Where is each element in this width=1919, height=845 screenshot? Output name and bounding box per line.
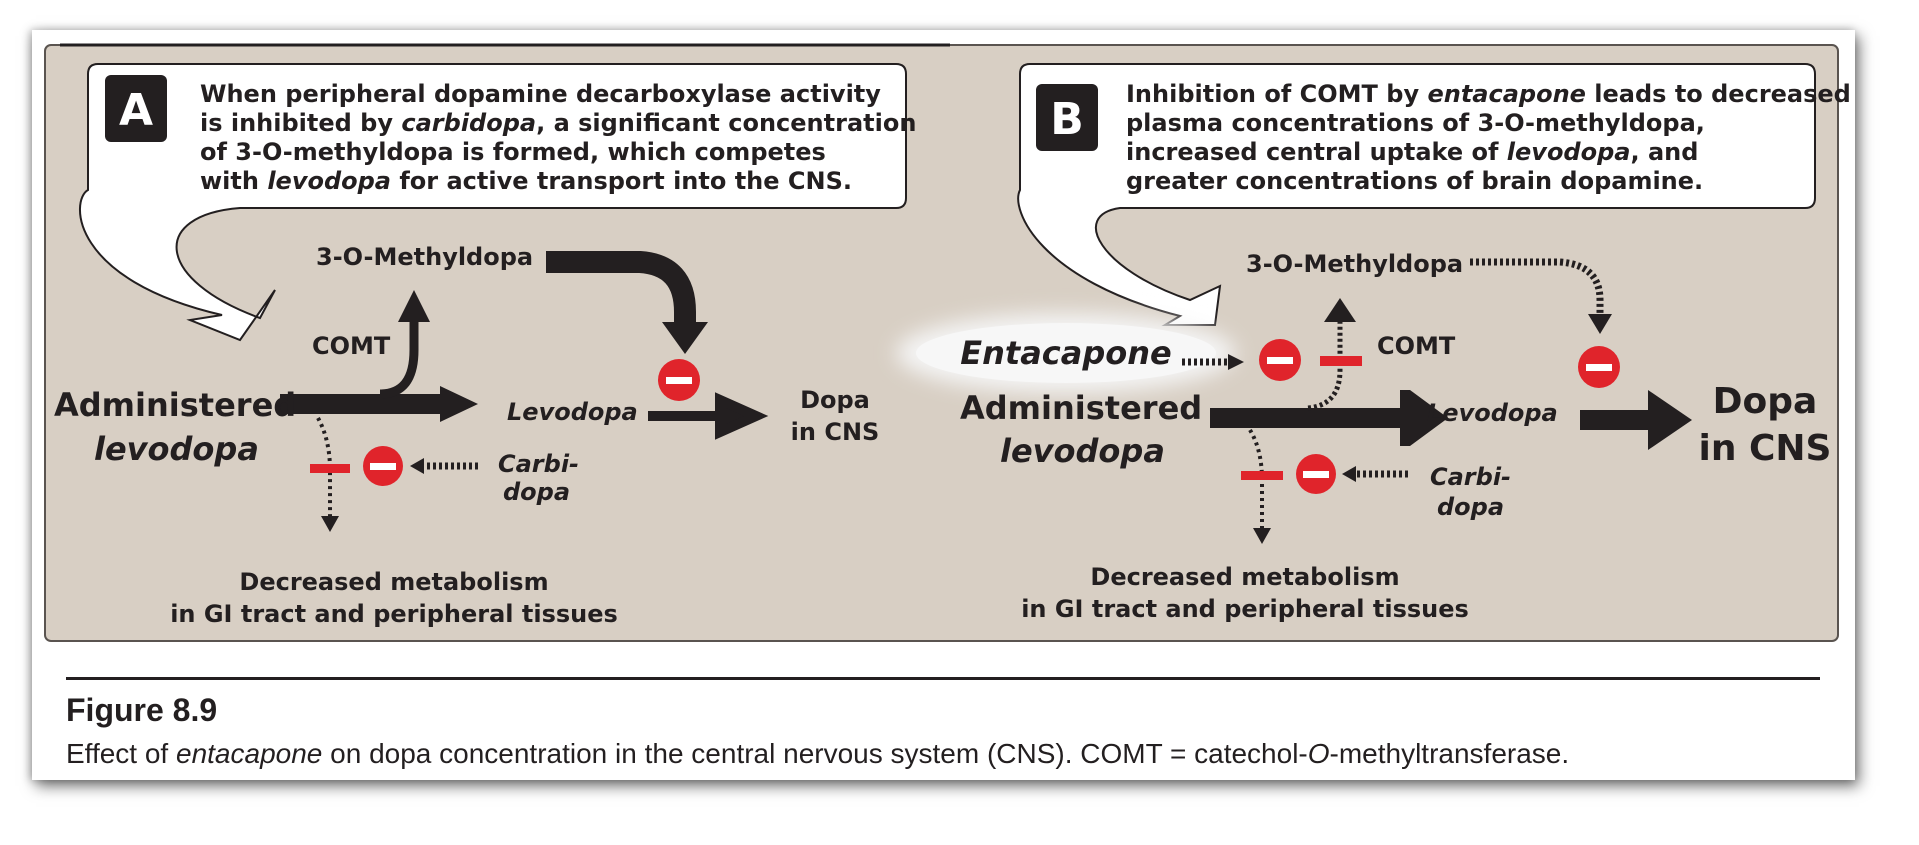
comt-label-b: COMT: [1377, 332, 1456, 360]
comt-label-a: COMT: [312, 332, 391, 360]
callout-b: [1017, 63, 1816, 326]
methyldopa-label-a: 3-O-Methyldopa: [316, 243, 533, 271]
figure-diagram: A When peripheral dopamine decarboxylase…: [44, 43, 1851, 642]
decreased-label-b1: Decreased metabolism: [1090, 563, 1399, 591]
administered-label-a: Administered: [54, 386, 296, 424]
methyldopa-label-b: 3-O-Methyldopa: [1246, 250, 1463, 278]
caption-text-run: on dopa concentration in the central ner…: [322, 738, 1308, 769]
inhibit-minus-a: [370, 463, 396, 470]
callout-a: [79, 63, 907, 342]
arrowhead-carbidopa-b: [1342, 466, 1356, 482]
arrow-levodopa-to-cns-a: [648, 392, 769, 440]
arrowhead-methyldopa-cns-b: [1588, 314, 1612, 334]
arrowhead-metabolism-a: [321, 516, 339, 532]
dopa-label-a: dopa: [503, 478, 570, 506]
levodopa-admin-label-a: levodopa: [94, 430, 259, 468]
caption-text-run: Effect of: [66, 738, 176, 769]
arrowhead-to-cns-b: [1648, 390, 1692, 450]
note-text-run: for active transport into the CNS.: [391, 167, 852, 195]
dopa-cns-label-a2: in CNS: [791, 418, 880, 446]
arrowhead-methyldopa-b: [1324, 298, 1356, 322]
note-text-run: is inhibited by: [200, 109, 401, 137]
caption-text-run: O: [1307, 738, 1330, 769]
decreased-label-a1: Decreased metabolism: [239, 568, 548, 596]
note-text-run: of 3-O-methyldopa is formed, which compe…: [200, 138, 826, 166]
caption-text-run: entacapone: [176, 738, 323, 769]
arrowhead-methyldopa-cns-a: [662, 322, 708, 354]
dotted-to-methyldopa-b: [1307, 318, 1343, 411]
dotted-metabolism-a: [316, 417, 332, 520]
note-b: Inhibition of COMT by entacapone leads t…: [1126, 80, 1851, 195]
main-shaft-a: [280, 394, 445, 414]
inhibit-minus-transport-b: [1586, 364, 1612, 371]
arrowhead-carbidopa-a: [410, 458, 424, 474]
arrowhead-entacapone: [1228, 354, 1244, 370]
arrowhead-metabolism-b: [1253, 528, 1271, 544]
inhibit-minus-comt-b: [1267, 357, 1293, 364]
caption-rule: [66, 677, 1820, 680]
decreased-label-b2: in GI tract and peripheral tissues: [1021, 595, 1469, 623]
inhibit-minus-carbidopa-b: [1303, 471, 1329, 478]
arrow-to-methyldopa-a: [379, 318, 419, 399]
badge-a-letter: A: [119, 85, 153, 136]
arrowhead-methyldopa-a: [398, 290, 430, 322]
block-bar-metabolism-b: [1241, 471, 1283, 480]
note-text-run: increased central uptake of: [1126, 138, 1507, 166]
note-text-run: with: [200, 167, 267, 195]
note-text-run: , a significant concentration: [536, 109, 916, 137]
panel-b: B Inhibition of COMT by entacapone leads…: [896, 63, 1851, 623]
levodopa-label-a: Levodopa: [507, 398, 638, 426]
note-text-run: carbidopa: [401, 109, 536, 137]
inhibit-minus-transport-a: [666, 377, 692, 384]
dopa-cns-label-b1: Dopa: [1713, 381, 1818, 422]
dopa-cns-label-a1: Dopa: [800, 386, 870, 414]
decreased-label-a2: in GI tract and peripheral tissues: [170, 600, 618, 628]
entacapone-oval: [916, 323, 1216, 383]
note-text-run: levodopa: [267, 167, 391, 195]
carbi-label-a: Carbi-: [498, 450, 579, 478]
shaft-to-cns-b: [1580, 410, 1650, 430]
carbi-label-b: Carbi-: [1430, 463, 1511, 491]
administered-label-b: Administered: [960, 389, 1202, 427]
badge-b: [1036, 84, 1098, 151]
note-text-run: , and: [1630, 138, 1698, 166]
figure-page: A When peripheral dopamine decarboxylase…: [32, 30, 1855, 780]
figure-caption: Effect of entacapone on dopa concentrati…: [66, 738, 1569, 770]
caption-text-run: -methyltransferase.: [1329, 738, 1570, 769]
badge-a: [105, 75, 167, 142]
dotted-methyldopa-to-cns-b: [1470, 258, 1604, 316]
arrow-methyldopa-to-cns-a: [546, 251, 696, 330]
note-text-run: entacapone: [1427, 80, 1585, 108]
panel-a: A When peripheral dopamine decarboxylase…: [54, 63, 916, 628]
note-text-run: leads to decreased: [1586, 80, 1851, 108]
figure-label: Figure 8.9: [66, 692, 218, 728]
block-bar-comt-b: [1320, 356, 1362, 366]
note-text-run: levodopa: [1507, 138, 1631, 166]
note-text-run: greater concentrations of brain dopamine…: [1126, 167, 1703, 195]
dopa-cns-label-b2: in CNS: [1699, 428, 1832, 469]
block-bar-metabolism-a: [310, 464, 350, 473]
main-shaft-b: [1210, 408, 1405, 428]
levodopa-label-b: Levodopa: [1427, 399, 1558, 427]
note-text-run: When peripheral dopamine decarboxylase a…: [200, 80, 881, 108]
note-a: When peripheral dopamine decarboxylase a…: [200, 80, 916, 195]
note-text-run: plasma concentrations of 3-O-methyldopa,: [1126, 109, 1705, 137]
note-text-run: Inhibition of COMT by: [1126, 80, 1427, 108]
entacapone-label: Entacapone: [960, 334, 1171, 372]
levodopa-admin-label-b: levodopa: [1000, 432, 1165, 470]
badge-b-letter: B: [1050, 94, 1084, 145]
dopa-label-b: dopa: [1437, 493, 1504, 521]
arrowhead-levodopa-b: [1400, 390, 1448, 446]
